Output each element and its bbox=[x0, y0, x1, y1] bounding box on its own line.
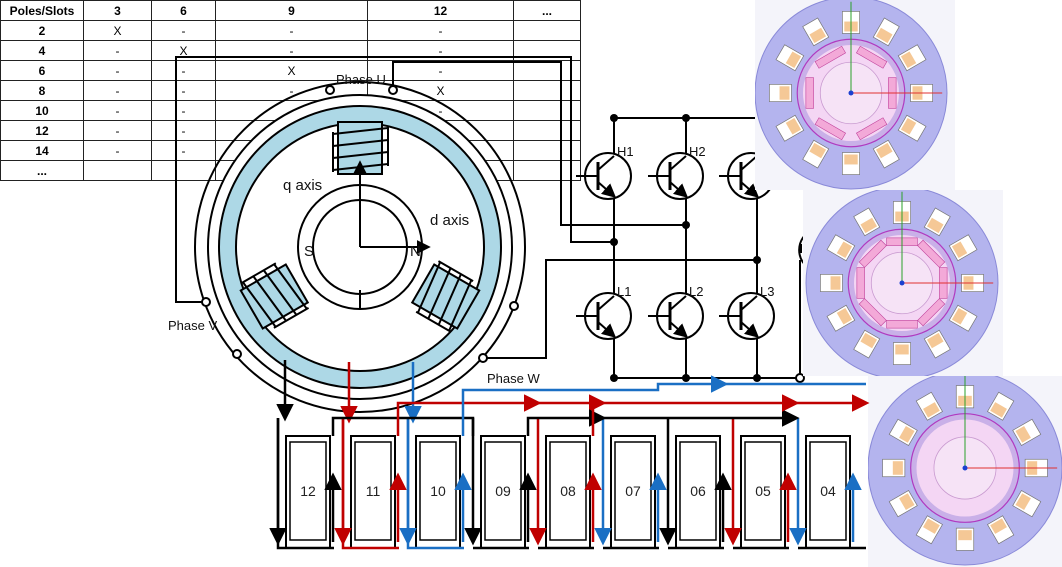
slot-number: 08 bbox=[560, 483, 576, 499]
slot-number: 10 bbox=[430, 483, 446, 499]
switch-low-3: L3 bbox=[719, 284, 775, 340]
table-row: 8---X bbox=[0, 80, 581, 101]
terminal-u1 bbox=[325, 85, 335, 95]
phase-v-label: Phase V bbox=[168, 318, 217, 333]
winding-slot-08: 08 bbox=[529, 418, 602, 549]
pole-count-cell: ... bbox=[0, 160, 84, 181]
phase-u-label: Phase U bbox=[336, 72, 386, 87]
dc-terminal bbox=[795, 373, 805, 383]
coil-v bbox=[239, 262, 310, 330]
red-link-1 bbox=[396, 394, 542, 436]
switch-low-1-label: L1 bbox=[617, 284, 631, 299]
q-axis-label: q axis bbox=[283, 177, 322, 194]
phase-wiring bbox=[175, 56, 757, 359]
terminal-v1 bbox=[201, 297, 211, 307]
coil-w bbox=[410, 260, 481, 333]
table-row: 6--X- bbox=[0, 60, 581, 81]
table-row: 4-X-- bbox=[0, 40, 581, 61]
motor-section-6pole bbox=[755, 0, 955, 190]
red-bottom-1 bbox=[341, 418, 399, 550]
winding-diagram: 12 11 10 09 08 07 06 05 04 bbox=[269, 360, 870, 550]
switch-low-1: L1 bbox=[576, 284, 632, 340]
switch-high-1-label: H1 bbox=[617, 144, 634, 159]
south-pole-label: S bbox=[304, 243, 314, 260]
slot-number: 07 bbox=[625, 483, 641, 499]
outer-ring bbox=[194, 81, 526, 413]
winding-slot-10: 10 bbox=[399, 418, 472, 549]
winding-slot-05: 05 bbox=[724, 418, 797, 549]
winding-slot-11: 11 bbox=[334, 418, 407, 549]
winding-slot-12: 12 bbox=[269, 418, 342, 549]
slot-number: 11 bbox=[366, 483, 381, 499]
north-pole-label: N bbox=[410, 243, 421, 260]
motor-section-slotted bbox=[868, 376, 1062, 567]
header-poles-slots: Poles/Slots bbox=[0, 0, 84, 21]
switch-high-2-label: H2 bbox=[689, 144, 706, 159]
switch-high-1: H1 bbox=[576, 144, 634, 200]
switch-low-3-label: L3 bbox=[760, 284, 774, 299]
table-header-row: Poles/Slots 3 6 9 12 ... bbox=[0, 0, 581, 21]
pole-count-cell: 12 bbox=[0, 120, 84, 141]
terminal-w2 bbox=[478, 353, 488, 363]
winding-slot-04: 04 bbox=[789, 418, 862, 549]
slot-number: 04 bbox=[820, 483, 836, 499]
coil-u bbox=[332, 121, 389, 175]
pole-count-cell: 10 bbox=[0, 100, 84, 121]
slot-number: 09 bbox=[495, 483, 511, 499]
junction-dots bbox=[610, 114, 761, 382]
motor-section-images bbox=[755, 0, 1062, 567]
motor-section-8pole bbox=[803, 190, 1003, 376]
table-cell bbox=[513, 160, 581, 181]
black-bottom-1 bbox=[276, 418, 334, 550]
slot-number: 05 bbox=[755, 483, 771, 499]
terminal-u2 bbox=[388, 85, 398, 95]
terminal-v2 bbox=[232, 349, 242, 359]
black-link-2 bbox=[526, 409, 607, 436]
winding-slot-06: 06 bbox=[659, 418, 732, 549]
switch-low-2-label: L2 bbox=[689, 284, 703, 299]
d-axis-label: d axis bbox=[430, 212, 469, 229]
motor-cross-section: Phase U Phase V Phase W q axis d axis S … bbox=[168, 72, 540, 413]
black-link-1 bbox=[331, 416, 475, 436]
terminal-w1 bbox=[509, 301, 519, 311]
blue-bottom-1 bbox=[406, 418, 464, 550]
switch-high-2: H2 bbox=[648, 144, 706, 200]
red-link-3 bbox=[591, 394, 800, 436]
slot-number: 12 bbox=[300, 483, 316, 499]
phase-w-label: Phase W bbox=[487, 371, 540, 386]
switch-low-2: L2 bbox=[648, 284, 704, 340]
slot-number: 06 bbox=[690, 483, 706, 499]
blue-link-1 bbox=[461, 375, 729, 436]
winding-slot-09: 09 bbox=[464, 418, 537, 549]
winding-slot-07: 07 bbox=[594, 418, 667, 549]
